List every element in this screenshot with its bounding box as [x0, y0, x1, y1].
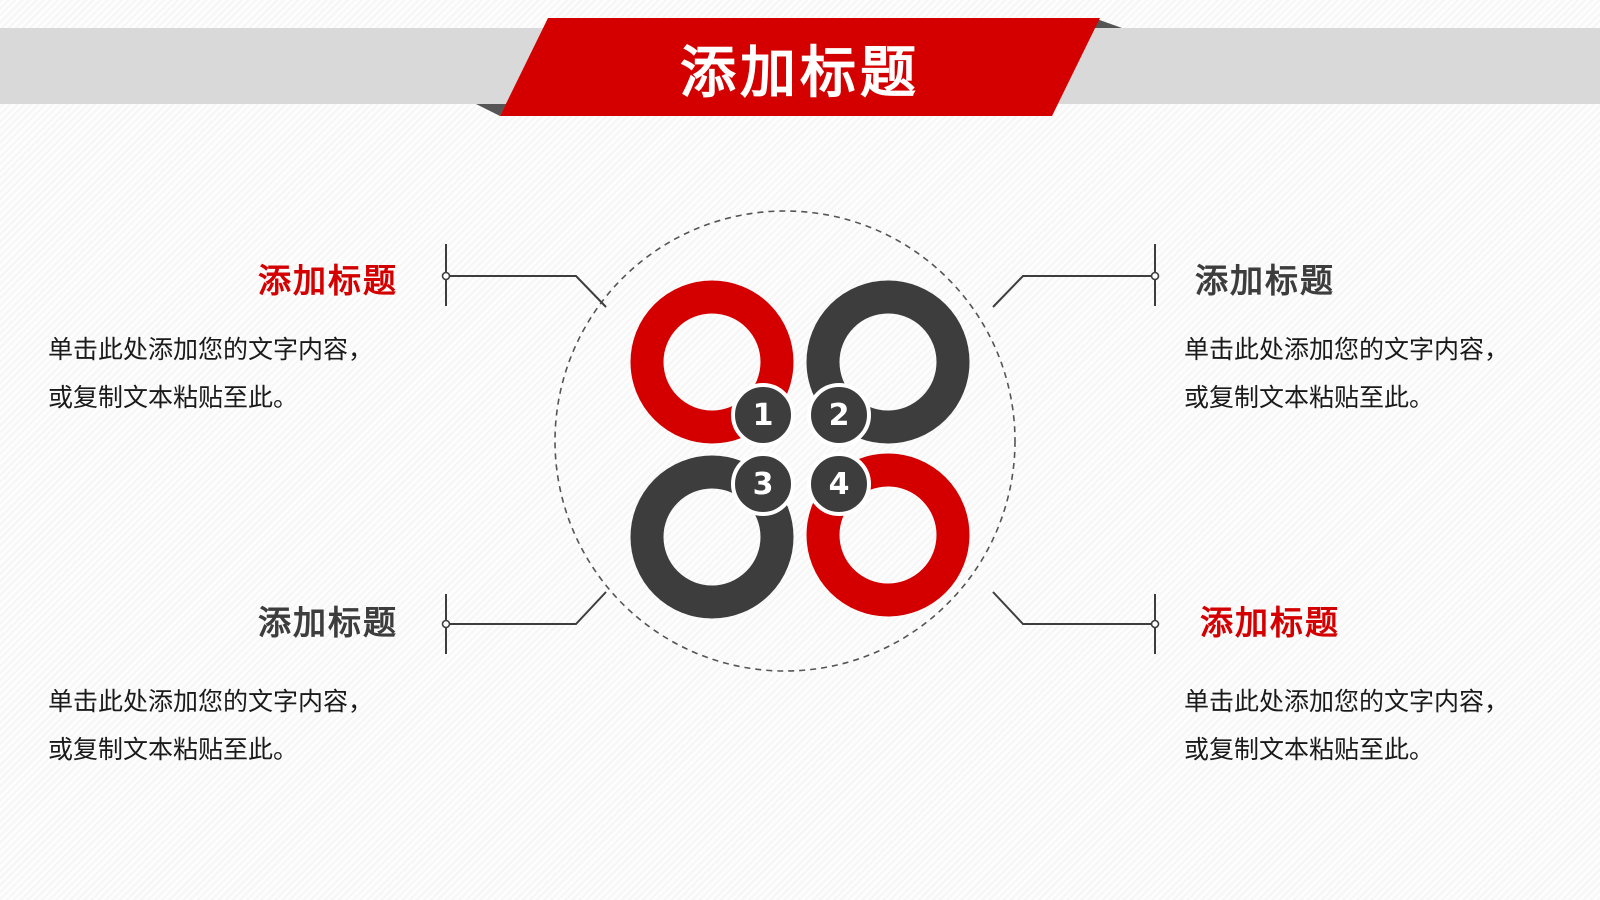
title-banner: [500, 18, 1100, 116]
connector-dot-top-left: [441, 271, 451, 281]
item-desc-top-left[interactable]: 单击此处添加您的文字内容， 或复制文本粘贴至此。: [48, 326, 373, 422]
ring-1[interactable]: [630, 280, 794, 444]
banner-fold-right: [1094, 18, 1122, 28]
dashed-circle: [554, 210, 1016, 672]
connector-bottom-right-line: [992, 591, 1152, 625]
item-desc-line: 或复制文本粘贴至此。: [48, 383, 299, 412]
badge-number-1: 1: [752, 397, 774, 433]
banner-fold-left: [476, 104, 506, 116]
item-desc-line: 单击此处添加您的文字内容，: [48, 335, 374, 364]
item-desc-line: 或复制文本粘贴至此。: [1184, 383, 1435, 412]
item-desc-line: 单击此处添加您的文字内容，: [48, 687, 374, 716]
item-desc-bottom-right[interactable]: 单击此处添加您的文字内容， 或复制文本粘贴至此。: [1184, 678, 1509, 774]
item-title-bottom-left[interactable]: 添加标题: [258, 603, 398, 642]
item-desc-bottom-left[interactable]: 单击此处添加您的文字内容， 或复制文本粘贴至此。: [48, 678, 373, 774]
connector-top-left-line: [449, 275, 607, 308]
badge-number-3: 3: [752, 466, 774, 502]
header-banner-graphic: [476, 18, 1122, 116]
badge-number-4: 4: [828, 466, 850, 502]
connector-dot-bottom-left: [441, 619, 451, 629]
connector-dot-top-right: [1150, 271, 1160, 281]
page-title[interactable]: 添加标题: [680, 40, 920, 106]
item-title-top-right[interactable]: 添加标题: [1195, 261, 1335, 300]
item-desc-line: 单击此处添加您的文字内容，: [1184, 687, 1510, 716]
connector-bottom-left-line: [449, 591, 607, 625]
connector-dots: [441, 271, 1160, 629]
item-desc-top-right[interactable]: 单击此处添加您的文字内容， 或复制文本粘贴至此。: [1184, 326, 1509, 422]
item-desc-line: 或复制文本粘贴至此。: [1184, 735, 1435, 764]
badge-number-2: 2: [828, 397, 850, 433]
item-desc-line: 或复制文本粘贴至此。: [48, 735, 299, 764]
item-desc-line: 单击此处添加您的文字内容，: [1184, 335, 1510, 364]
connectors: [445, 244, 1156, 654]
ring-4[interactable]: [806, 453, 970, 617]
connector-top-right-line: [992, 275, 1152, 308]
ring-3[interactable]: [630, 455, 794, 619]
connector-dot-bottom-right: [1150, 619, 1160, 629]
badge-1[interactable]: [731, 383, 795, 447]
badge-3[interactable]: [731, 452, 795, 516]
badge-4[interactable]: [807, 452, 871, 516]
item-title-bottom-right[interactable]: 添加标题: [1200, 603, 1340, 642]
ring-2[interactable]: [806, 280, 970, 444]
item-title-top-left[interactable]: 添加标题: [258, 261, 398, 300]
badge-2[interactable]: [807, 383, 871, 447]
